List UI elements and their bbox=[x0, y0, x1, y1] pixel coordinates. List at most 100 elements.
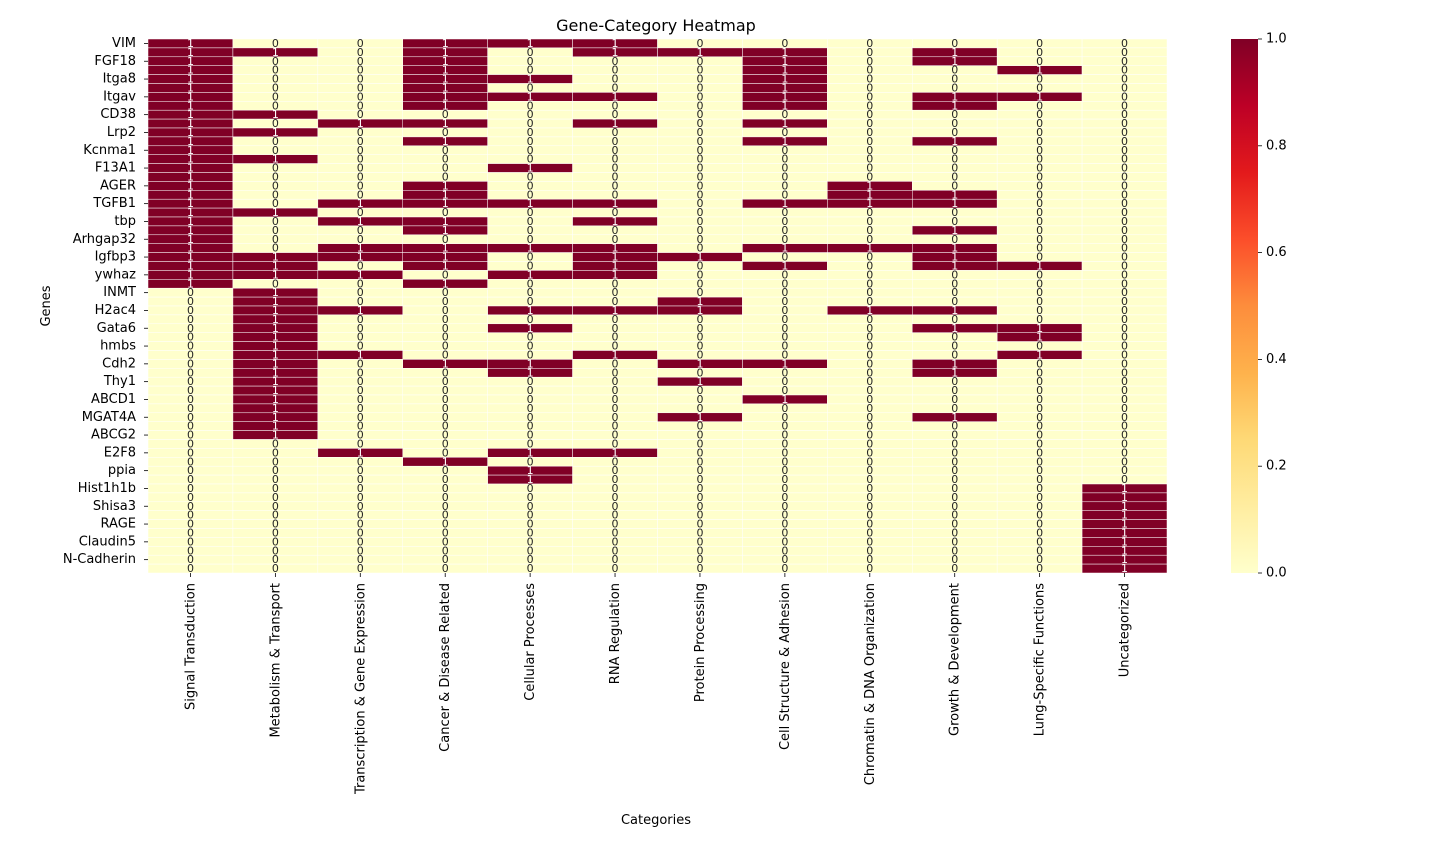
cell-annotation: 1 bbox=[527, 162, 534, 175]
cell-annotation: 1 bbox=[951, 259, 958, 272]
chart-title: Gene-Category Heatmap bbox=[556, 16, 756, 35]
cell-annotation: 0 bbox=[272, 518, 279, 531]
cell-annotation: 0 bbox=[187, 402, 194, 415]
cell-annotation: 0 bbox=[696, 544, 703, 557]
cell-annotation: 0 bbox=[357, 108, 364, 121]
cell-annotation: 0 bbox=[866, 553, 873, 566]
cell-annotation: 0 bbox=[1036, 179, 1043, 192]
cell-annotation: 1 bbox=[1036, 348, 1043, 361]
cell-annotation: 0 bbox=[781, 277, 788, 290]
y-tick-label: E2F8 bbox=[104, 445, 136, 460]
cell-annotation: 0 bbox=[781, 482, 788, 495]
cell-annotation: 0 bbox=[1121, 162, 1128, 175]
cell-annotation: 1 bbox=[781, 81, 788, 94]
cell-annotation: 0 bbox=[442, 340, 449, 353]
cell-annotation: 1 bbox=[612, 242, 619, 255]
cell-annotation: 0 bbox=[187, 340, 194, 353]
cell-annotation: 0 bbox=[1036, 117, 1043, 130]
cell-annotation: 0 bbox=[442, 446, 449, 459]
cell-annotation: 1 bbox=[357, 446, 364, 459]
cell-annotation: 1 bbox=[696, 251, 703, 264]
cell-annotation: 1 bbox=[612, 117, 619, 130]
cell-annotation: 1 bbox=[187, 90, 194, 103]
cell-annotation: 0 bbox=[1121, 242, 1128, 255]
cell-annotation: 0 bbox=[781, 384, 788, 397]
cell-annotation: 0 bbox=[696, 126, 703, 139]
cell-annotation: 1 bbox=[612, 348, 619, 361]
cell-annotation: 0 bbox=[612, 375, 619, 388]
cell-annotation: 1 bbox=[187, 277, 194, 290]
cell-annotation: 1 bbox=[272, 322, 279, 335]
cell-annotation: 1 bbox=[442, 455, 449, 468]
cell-annotation: 0 bbox=[781, 375, 788, 388]
cell-annotation: 0 bbox=[272, 179, 279, 192]
cell-annotation: 0 bbox=[696, 153, 703, 166]
cell-annotation: 0 bbox=[612, 277, 619, 290]
y-tick-label: INMT bbox=[103, 285, 136, 300]
cell-annotation: 1 bbox=[951, 242, 958, 255]
cell-annotation: 0 bbox=[781, 491, 788, 504]
cell-annotation: 0 bbox=[442, 429, 449, 442]
cell-annotation: 0 bbox=[866, 259, 873, 272]
cell-annotation: 0 bbox=[187, 331, 194, 344]
cell-annotation: 0 bbox=[612, 153, 619, 166]
x-tick-label: Transcription & Gene Expression bbox=[353, 583, 368, 795]
cell-annotation: 1 bbox=[187, 224, 194, 237]
cell-annotation: 0 bbox=[357, 518, 364, 531]
cell-annotation: 0 bbox=[357, 286, 364, 299]
cell-annotation: 1 bbox=[187, 99, 194, 112]
cell-annotation: 0 bbox=[781, 562, 788, 575]
cell-annotation: 0 bbox=[1121, 268, 1128, 281]
cell-annotation: 0 bbox=[951, 402, 958, 415]
cell-annotation: 0 bbox=[357, 482, 364, 495]
cell-annotation: 1 bbox=[527, 73, 534, 86]
cell-annotation: 0 bbox=[612, 518, 619, 531]
cell-annotation: 1 bbox=[696, 357, 703, 370]
cell-annotation: 0 bbox=[527, 215, 534, 228]
cell-annotation: 0 bbox=[1121, 188, 1128, 201]
cell-annotation: 0 bbox=[612, 170, 619, 183]
cell-annotation: 0 bbox=[951, 384, 958, 397]
cell-annotation: 0 bbox=[696, 197, 703, 210]
cell-annotation: 1 bbox=[187, 144, 194, 157]
cell-annotation: 0 bbox=[866, 251, 873, 264]
cell-annotation: 0 bbox=[442, 384, 449, 397]
y-tick-label: tbp bbox=[114, 214, 136, 229]
cell-annotation: 0 bbox=[527, 526, 534, 539]
cell-annotation: 0 bbox=[696, 286, 703, 299]
cell-annotation: 0 bbox=[1121, 455, 1128, 468]
x-tick-label: Growth & Development bbox=[948, 583, 963, 736]
y-tick-label: Shisa3 bbox=[93, 499, 136, 514]
y-tick-label: Claudin5 bbox=[79, 534, 136, 549]
cell-annotation: 1 bbox=[1121, 509, 1128, 522]
cell-annotation: 0 bbox=[272, 491, 279, 504]
cell-annotation: 0 bbox=[612, 179, 619, 192]
cell-annotation: 0 bbox=[1121, 108, 1128, 121]
cell-annotation: 0 bbox=[866, 455, 873, 468]
cell-annotation: 0 bbox=[1036, 464, 1043, 477]
cell-annotation: 0 bbox=[866, 126, 873, 139]
cell-annotation: 1 bbox=[951, 55, 958, 68]
cell-annotation: 0 bbox=[272, 170, 279, 183]
y-tick-label: Igfbp3 bbox=[95, 250, 136, 265]
cell-annotation: 0 bbox=[527, 135, 534, 148]
cell-annotation: 0 bbox=[442, 402, 449, 415]
cell-annotation: 0 bbox=[187, 535, 194, 548]
cell-annotation: 0 bbox=[187, 313, 194, 326]
cell-annotation: 1 bbox=[272, 46, 279, 59]
cell-annotation: 1 bbox=[696, 375, 703, 388]
cell-annotation: 0 bbox=[442, 126, 449, 139]
cell-annotation: 1 bbox=[866, 304, 873, 317]
colorbar-tick-label: 0.2 bbox=[1266, 459, 1287, 474]
cell-annotation: 0 bbox=[612, 144, 619, 157]
cell-annotation: 0 bbox=[442, 153, 449, 166]
cell-annotation: 0 bbox=[272, 135, 279, 148]
y-tick-label: H2ac4 bbox=[95, 303, 136, 318]
cell-annotation: 0 bbox=[866, 544, 873, 557]
cell-annotation: 0 bbox=[187, 544, 194, 557]
cell-annotation: 1 bbox=[1121, 526, 1128, 539]
cell-annotation: 1 bbox=[357, 304, 364, 317]
cell-annotation: 1 bbox=[442, 37, 449, 50]
cell-annotation: 0 bbox=[1036, 73, 1043, 86]
cell-annotation: 1 bbox=[951, 411, 958, 424]
